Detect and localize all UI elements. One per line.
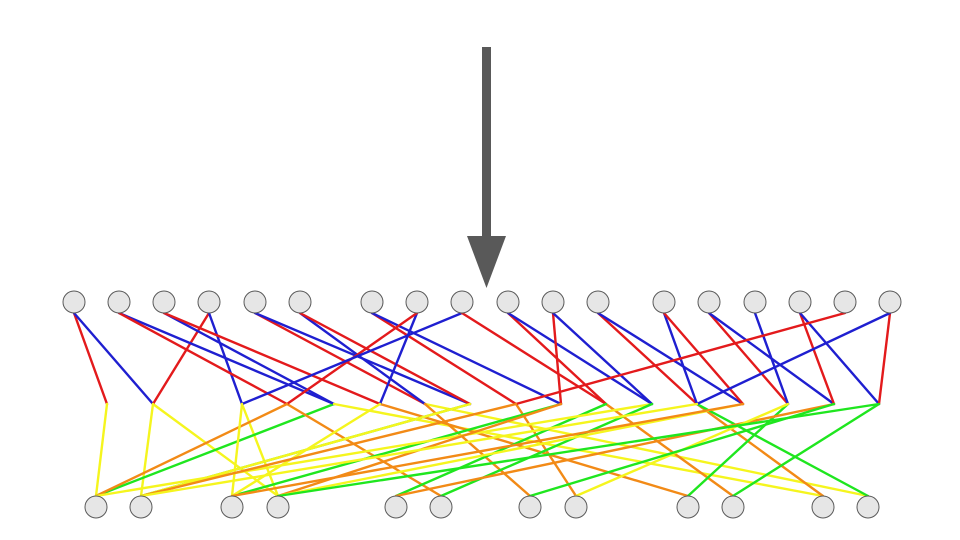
edge-lower-27 (394, 402, 836, 498)
bottom-node-4 (384, 495, 408, 519)
edge-lower-22 (695, 402, 825, 498)
edge-upper-5 (117, 311, 289, 406)
edge-upper-32 (877, 311, 892, 406)
bottom-node-1 (129, 495, 153, 519)
edge-lower-8 (423, 402, 870, 498)
edge-lower-2 (139, 402, 155, 498)
edge-lower-15 (94, 402, 289, 498)
top-node-9 (496, 290, 520, 314)
bottom-node-8 (676, 495, 700, 519)
edge-upper-10 (298, 311, 427, 406)
top-node-1 (107, 290, 131, 314)
edge-upper-28 (753, 311, 790, 406)
top-node-0 (62, 290, 86, 314)
top-node-11 (586, 290, 610, 314)
edge-upper-19 (506, 311, 654, 406)
edge-upper-7 (162, 311, 382, 406)
edge-upper-33 (695, 311, 892, 406)
edge-lower-0 (94, 402, 109, 498)
bottom-node-11 (856, 495, 880, 519)
edge-layer (72, 311, 892, 498)
edge-upper-6 (162, 311, 336, 406)
top-node-16 (833, 290, 857, 314)
bottom-node-6 (518, 495, 542, 519)
top-node-17 (878, 290, 902, 314)
bottom-node-2 (220, 495, 244, 519)
edge-upper-11 (298, 311, 472, 406)
edge-upper-25 (662, 311, 745, 406)
edge-upper-13 (370, 311, 563, 406)
edge-lower-7 (378, 402, 690, 498)
edge-lower-32 (731, 402, 881, 498)
edge-lower-5 (285, 402, 443, 498)
edge-lower-31 (139, 402, 518, 498)
bottom-node-10 (811, 495, 835, 519)
edge-lower-14 (230, 402, 382, 498)
edge-lower-25 (230, 402, 745, 498)
arrow-shaft (482, 47, 491, 239)
edge-upper-23 (596, 311, 745, 406)
edge-upper-16 (240, 311, 464, 406)
edge-upper-0 (72, 311, 109, 406)
edge-upper-30 (798, 311, 881, 406)
edge-upper-17 (460, 311, 608, 406)
top-node-7 (405, 290, 429, 314)
edge-lower-19 (94, 402, 654, 498)
edge-upper-14 (378, 311, 419, 406)
edge-upper-29 (798, 311, 836, 406)
edge-upper-8 (253, 311, 427, 406)
edge-lower-3 (240, 402, 280, 498)
edge-lower-13 (230, 402, 563, 498)
edge-lower-4 (94, 402, 336, 498)
bottom-node-7 (564, 495, 588, 519)
arrow-head (467, 236, 506, 288)
top-node-3 (197, 290, 221, 314)
bottom-node-0 (84, 495, 108, 519)
edge-lower-23 (276, 402, 745, 498)
top-node-4 (243, 290, 267, 314)
bottom-node-5 (429, 495, 453, 519)
edge-upper-4 (117, 311, 336, 406)
top-node-13 (697, 290, 721, 314)
edge-upper-21 (551, 311, 654, 406)
top-node-10 (541, 290, 565, 314)
bottom-node-9 (721, 495, 745, 519)
edge-lower-10 (423, 402, 532, 498)
edge-upper-22 (596, 311, 699, 406)
edge-lower-17 (604, 402, 735, 498)
edge-lower-18 (394, 402, 608, 498)
top-node-15 (788, 290, 812, 314)
top-node-14 (743, 290, 767, 314)
edge-upper-20 (551, 311, 563, 406)
edge-lower-24 (695, 402, 870, 498)
edge-lower-21 (439, 402, 654, 498)
top-node-8 (450, 290, 474, 314)
edge-lower-33 (139, 402, 699, 498)
top-node-12 (652, 290, 676, 314)
top-node-6 (360, 290, 384, 314)
edge-upper-1 (72, 311, 155, 406)
top-node-2 (152, 290, 176, 314)
down-arrow-icon (467, 47, 506, 288)
edge-upper-26 (707, 311, 790, 406)
edge-lower-30 (276, 402, 881, 498)
top-node-5 (288, 290, 312, 314)
edge-upper-31 (514, 311, 847, 406)
bottom-node-3 (266, 495, 290, 519)
node-layer (62, 290, 902, 519)
edge-lower-16 (230, 402, 244, 498)
